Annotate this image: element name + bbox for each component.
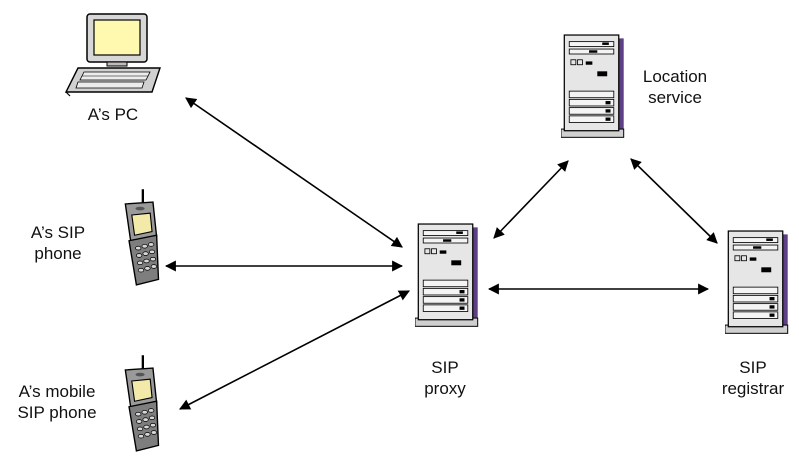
location-service-label: Location service: [630, 66, 720, 108]
mobile-sip-phone-label-line-2: SIP phone: [17, 403, 97, 422]
desktop-pc-icon: [64, 13, 161, 97]
pc-label: A’s PC: [78, 104, 148, 125]
pc-label-line-1: A’s PC: [87, 105, 139, 124]
mobile-sip-phone-label-line-1: A’s mobile: [18, 382, 96, 401]
sip-proxy-label: SIP proxy: [410, 357, 480, 399]
connections: [164, 97, 718, 410]
sip-phone-label-line-2: phone: [34, 244, 82, 263]
mobile-sip-phone-icon: [124, 354, 160, 453]
sip-proxy-label-line-2: proxy: [424, 379, 466, 398]
location-service-label-line-1: Location: [642, 67, 708, 86]
mobile-sip-phone-label: A’s mobile SIP phone: [4, 381, 110, 423]
arrow-proxy-location: [493, 160, 569, 239]
sip-phone-label-line-1: A’s SIP: [30, 223, 86, 242]
arrow-pc-proxy: [185, 97, 403, 248]
sip-phone-icon: [124, 188, 160, 287]
sip-registrar-label-line-2: registrar: [721, 379, 785, 398]
sip-registrar-label: SIP registrar: [708, 357, 798, 399]
arrow-location-registrar: [630, 158, 718, 244]
sip-registrar-label-line-1: SIP: [739, 358, 767, 377]
sip-proxy-label-line-1: SIP: [431, 358, 459, 377]
sip-phone-label: A’s SIP phone: [18, 222, 98, 264]
arrow-mobile-phone-proxy: [179, 290, 410, 410]
location-service-server-icon: [561, 34, 625, 139]
location-service-label-line-2: service: [648, 88, 702, 107]
sip-registrar-server-icon: [725, 230, 789, 335]
sip-proxy-server-icon: [415, 223, 479, 327]
